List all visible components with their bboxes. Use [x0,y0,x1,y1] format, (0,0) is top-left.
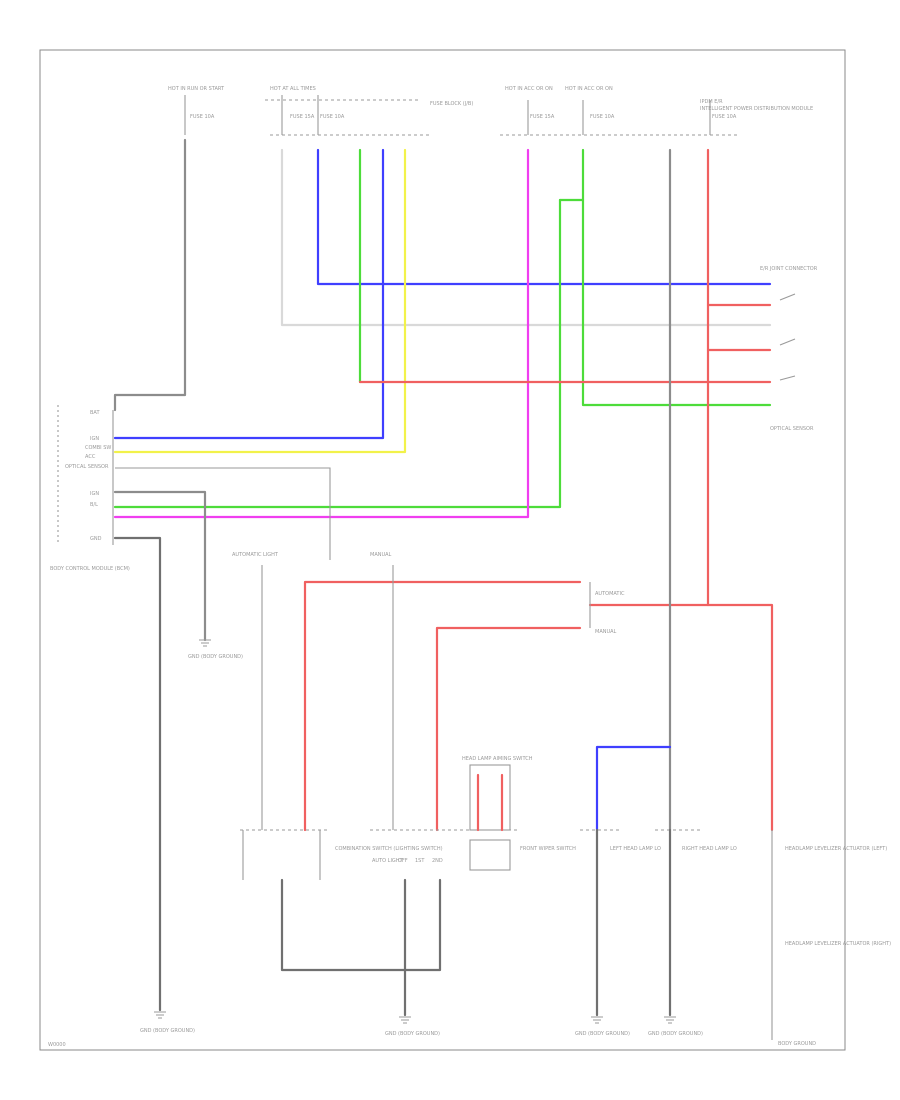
optical-sensor-label: OPTICAL SENSOR [770,426,814,432]
ground-icon [154,1011,166,1019]
fuse-label-6: FUSE 10A [712,114,737,120]
levelizer-right-label: HEADLAMP LEVELIZER ACTUATOR (RIGHT) [785,941,891,947]
fuse-label-3: FUSE 10A [320,114,345,120]
lighting-switch-label: COMBINATION SWITCH (LIGHTING SWITCH) [335,846,443,852]
ground-icon [664,1016,676,1024]
wire-blue-lower [595,745,672,832]
fuse-label-5: FUSE 10A [590,114,615,120]
bcm-label: BODY CONTROL MODULE (BCM) [50,566,130,572]
fuse-label-2: FUSE 15A [290,114,315,120]
wire-bat [113,138,187,412]
ground-symbols: GND (BODY GROUND) GND (BODY GROUND) GND … [140,266,818,1047]
relay-auto-label: AUTOMATIC [595,591,625,597]
levelizer-left-label: HEADLAMP LEVELIZER ACTUATOR (LEFT) [785,846,887,852]
ground-icon [399,1016,411,1024]
ground-label-2: GND (BODY GROUND) [140,1028,195,1034]
wire-yellow [113,148,407,454]
bcm-pin-bl: B/L [90,502,98,508]
bcm-pin-acc: ACC [85,454,96,460]
bcm-pin-optical: OPTICAL SENSOR [65,464,109,470]
auto-light-label: AUTOMATIC LIGHT [232,552,279,558]
ground-icon [199,639,211,647]
aiming-switch-label: HEAD LAMP AIMING SWITCH [462,756,533,762]
wire-green-right [581,148,772,407]
top-label-3: HOT IN ACC OR ON [505,86,553,92]
wire-green-bcm [113,198,562,509]
wire-blue-upper [316,148,772,286]
bcm-box: BODY CONTROL MODULE (BCM) BAT IGN COMBI … [50,405,130,572]
switch-position-4: 2ND [432,858,443,864]
left-lo-label: LEFT HEAD LAMP LO [610,846,661,852]
bcm-pin-ign: IGN [90,436,99,442]
switch-position-1: AUTO LIGHT [372,858,404,864]
front-wiper-label: FRONT WIPER SWITCH [520,846,576,852]
switch-position-2: OFF [398,858,408,864]
right-lo-label: RIGHT HEAD LAMP LO [682,846,737,852]
ground-label-1: GND (BODY GROUND) [188,654,243,660]
ground-note: BODY GROUND [778,1041,816,1047]
ground-label-3: GND (BODY GROUND) [385,1031,440,1037]
bcm-pin-bat: BAT [90,410,100,416]
ground-label-4: GND (BODY GROUND) [575,1031,630,1037]
top-labels: HOT IN RUN OR START HOT AT ALL TIMES HOT… [168,86,813,120]
wire-switch-loop [280,878,442,972]
right-switches: OPTICAL SENSOR [770,293,814,432]
top-label-2: HOT AT ALL TIMES [270,86,316,92]
fuse-label-1: FUSE 10A [190,114,215,120]
bottom-components: COMBINATION SWITCH (LIGHTING SWITCH) AUT… [240,756,891,947]
ground-icon [591,1016,603,1024]
switch-position-3: 1ST [415,858,425,864]
wire-red-manual [435,626,582,832]
wire-bcm-ground [113,490,207,642]
wire-white [280,148,772,327]
fuse-boxes [184,95,740,136]
wire-blue-bcm [113,148,385,440]
top-label-1: HOT IN RUN OR START [168,86,225,92]
bcm-pin-ign2: IGN [90,491,99,497]
ipdm-desc-label: INTELLIGENT POWER DISTRIBUTION MODULE [700,106,813,112]
connector-note: E/R JOINT CONNECTOR [760,266,818,272]
top-label-4: HOT IN ACC OR ON [565,86,613,92]
bcm-pin-gnd: GND [90,536,102,542]
wire-red-auto [303,580,582,832]
wire-optical [115,467,331,560]
manual-label: MANUAL [370,552,392,558]
relay: AUTOMATIC MANUAL [589,582,625,635]
wire-pink [113,148,530,519]
corner-label: W0000 [48,1042,66,1048]
wire-bcm-gnd-main [113,536,162,1012]
fuse-block-label: FUSE BLOCK (J/B) [430,101,473,107]
fuse-label-4: FUSE 15A [530,114,555,120]
ground-label-5: GND (BODY GROUND) [648,1031,703,1037]
relay-manual-label: MANUAL [595,629,617,635]
wire-red-levelizer [588,603,774,832]
ipdm-label: IPDM E/R [700,99,723,105]
diagram-frame [39,49,846,1051]
bcm-pin-combi: COMBI SW [85,445,111,451]
